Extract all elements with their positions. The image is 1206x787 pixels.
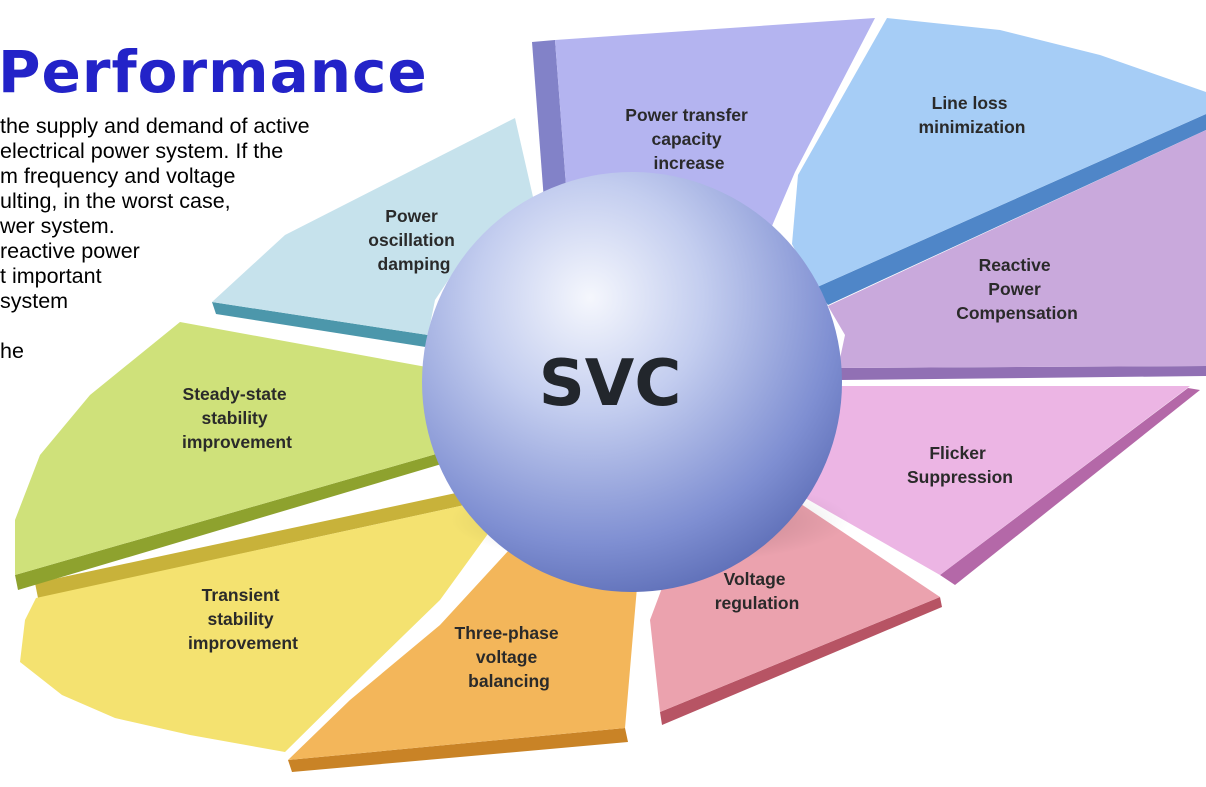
- segment-label-line: oscillation: [368, 230, 455, 250]
- segment-label-line: Steady-state: [183, 384, 287, 404]
- body-text-line: the supply and demand of active: [0, 114, 310, 138]
- segment-power-oscillation-face: [212, 118, 536, 335]
- segment-steady-state-face: [15, 322, 450, 575]
- body-text-line: reactive power: [0, 239, 140, 263]
- svg-text:Line loss minimization: Line loss minimization: [919, 93, 1026, 137]
- segment-line-loss-edge: [815, 114, 1206, 305]
- segment-three-phase-face: [288, 538, 640, 760]
- segment-label-line: minimization: [919, 117, 1026, 137]
- segment-transient: Transient stability improvement: [20, 490, 498, 752]
- segment-label-line: capacity: [652, 129, 722, 149]
- body-text-line: system: [0, 289, 69, 313]
- segment-reactive-power: Reactive Power Compensation: [828, 130, 1206, 380]
- segment-steady-state-edge: [15, 450, 455, 590]
- svg-text:Transient stability: Transient stability improvement: [188, 585, 298, 653]
- body-text-line: wer system.: [0, 214, 115, 238]
- segment-label-line: Flicker: [929, 443, 986, 463]
- segment-flicker: Flicker Suppression: [800, 386, 1200, 585]
- segment-label-line: Reactive: [979, 255, 1051, 275]
- page-title: Performance: [0, 38, 428, 106]
- segment-label-line: improvement: [182, 432, 292, 452]
- segment-flicker-face: [800, 386, 1190, 575]
- segment-label-line: damping: [378, 254, 451, 274]
- segment-power-transfer-edge: [532, 40, 568, 214]
- segment-label-line: voltage: [476, 647, 538, 667]
- segment-label-line: Voltage: [724, 569, 786, 589]
- segment-label-line: Suppression: [907, 467, 1013, 487]
- svg-text:Voltage regulation: Voltage regulation: [715, 569, 800, 613]
- body-text-line: ulting, in the worst case,: [0, 189, 231, 213]
- segment-label-line: balancing: [468, 671, 550, 691]
- segment-label-line: Power: [385, 206, 438, 226]
- segment-flicker-edge: [940, 388, 1200, 585]
- segment-three-phase: Three-phase voltage balancing: [288, 538, 640, 772]
- segment-transient-edge: [35, 490, 474, 598]
- segment-reactive-power-face: [828, 130, 1206, 368]
- segment-label-line: increase: [653, 153, 724, 173]
- svg-text:Reactive Power Com: Reactive Power Compensation: [956, 255, 1078, 323]
- segment-steady-state: Steady-state stability improvement: [15, 322, 455, 590]
- segment-label-line: Three-phase: [455, 623, 559, 643]
- svg-text:Flicker Suppression: Flicker Suppression: [907, 443, 1013, 487]
- segment-label-line: stability: [207, 609, 273, 629]
- svg-text:Steady-state stability: Steady-state stability improvement: [182, 384, 292, 452]
- segment-label-line: stability: [201, 408, 267, 428]
- svg-text:Power oscillation: Power oscillation damping: [368, 206, 459, 274]
- segment-label-line: Line loss: [932, 93, 1008, 113]
- svc-hub-sphere: [422, 172, 842, 592]
- body-text-line: he: [0, 339, 24, 363]
- segment-power-oscillation-edge: [212, 302, 432, 348]
- segment-label-line: Power: [988, 279, 1041, 299]
- segment-three-phase-edge: [288, 728, 628, 772]
- segment-label-line: Transient: [202, 585, 280, 605]
- segment-label-line: regulation: [715, 593, 800, 613]
- segment-label-line: Compensation: [956, 303, 1078, 323]
- segment-label-line: Power transfer: [625, 105, 748, 125]
- segment-voltage-regulation-edge: [660, 597, 942, 725]
- body-text-line: electrical power system. If the: [0, 139, 284, 163]
- segment-line-loss-face: [792, 18, 1206, 288]
- segment-power-oscillation: Power oscillation damping: [212, 118, 536, 348]
- svg-text:Power transfer capacity: Power transfer capacity increase: [625, 105, 752, 173]
- svg-text:Three-phase voltage: Three-phase voltage balancing: [455, 623, 564, 691]
- segment-line-loss: Line loss minimization: [792, 18, 1206, 305]
- svc-hub-label: SVC: [539, 347, 682, 421]
- segment-label-line: improvement: [188, 633, 298, 653]
- segment-transient-face: [20, 503, 498, 752]
- segment-reactive-power-edge: [838, 366, 1206, 380]
- body-text-line: t important: [0, 264, 102, 288]
- body-text-line: m frequency and voltage: [0, 164, 236, 188]
